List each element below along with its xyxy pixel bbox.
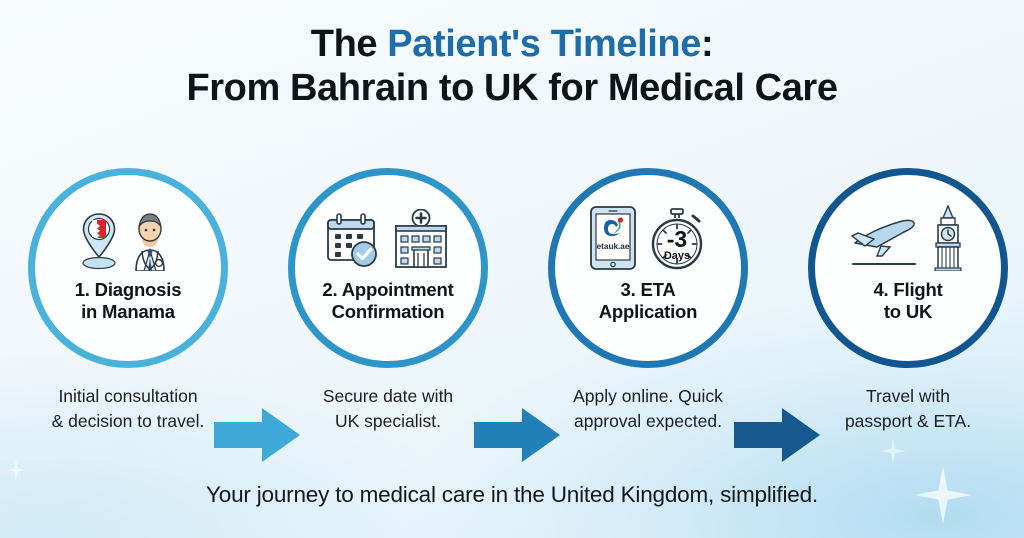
step-caption-1: Initial consultation & decision to trave… (51, 386, 205, 431)
title-suffix: : (700, 23, 714, 65)
tablet-etauk-icon: etauk.ae (590, 206, 636, 270)
step-caption-3: Apply online. Quick approval expected. (573, 386, 723, 431)
stopwatch-icon: -3 Days (651, 208, 703, 270)
timeline-step-4[interactable]: 4. Flight to UK (808, 168, 1008, 368)
arrow-step1-to-step2 (214, 408, 300, 462)
title-line-1: The Patient's Timeline: (0, 22, 1024, 66)
tablet-brand-text: etauk.ae (597, 242, 630, 251)
step-circle: 2. Appointment Confirmation (288, 168, 488, 368)
calendar-check-icon (327, 213, 377, 267)
step-circle: 4. Flight to UK (808, 168, 1008, 368)
step-caption-2: Secure date with UK specialist. (322, 386, 454, 431)
step-captions: Initial consultation & decision to trave… (0, 384, 1024, 444)
step-label: 2. Appointment Confirmation (322, 279, 454, 322)
footer-tagline: Your journey to medical care in the Unit… (206, 482, 818, 507)
timeline-step-3[interactable]: etauk.ae -3 (548, 168, 748, 368)
step-icon-group: etauk.ae -3 (587, 203, 709, 271)
step-icon-group (324, 203, 452, 271)
step-label: 1. Diagnosis in Manama (74, 279, 182, 322)
step-circle: etauk.ae -3 (548, 168, 748, 368)
sparkle-decoration-icon (6, 460, 26, 480)
step-icon-group (80, 203, 176, 271)
stopwatch-unit-text: Days (664, 250, 690, 262)
step-circle: 1. Diagnosis in Manama (28, 168, 228, 368)
page-title: The Patient's Timeline: From Bahrain to … (0, 22, 1024, 110)
step-label: 3. ETA Application (598, 279, 698, 322)
step-icon-group (847, 203, 969, 271)
timeline-step-2[interactable]: 2. Appointment Confirmation (288, 168, 488, 368)
timeline-step-1[interactable]: 1. Diagnosis in Manama (28, 168, 228, 368)
timeline-steps: 1. Diagnosis in Manama (0, 168, 1024, 462)
stopwatch-value-text: -3 (667, 226, 687, 252)
doctor-icon (135, 213, 165, 271)
map-pin-bahrain-flag-icon (82, 213, 116, 270)
hospital-building-icon (395, 209, 447, 268)
arrow-step3-to-step4 (734, 408, 820, 462)
title-prefix: The (310, 23, 388, 65)
step-caption-4: Travel with passport & ETA. (844, 386, 972, 431)
airplane-takeoff-icon (850, 219, 916, 265)
big-ben-icon (934, 205, 962, 271)
title-line-2: From Bahrain to UK for Medical Care (186, 67, 838, 110)
step-label: 4. Flight to UK (873, 279, 943, 322)
arrow-step2-to-step3 (474, 408, 560, 462)
title-accent: Patient's Timeline (387, 23, 701, 65)
